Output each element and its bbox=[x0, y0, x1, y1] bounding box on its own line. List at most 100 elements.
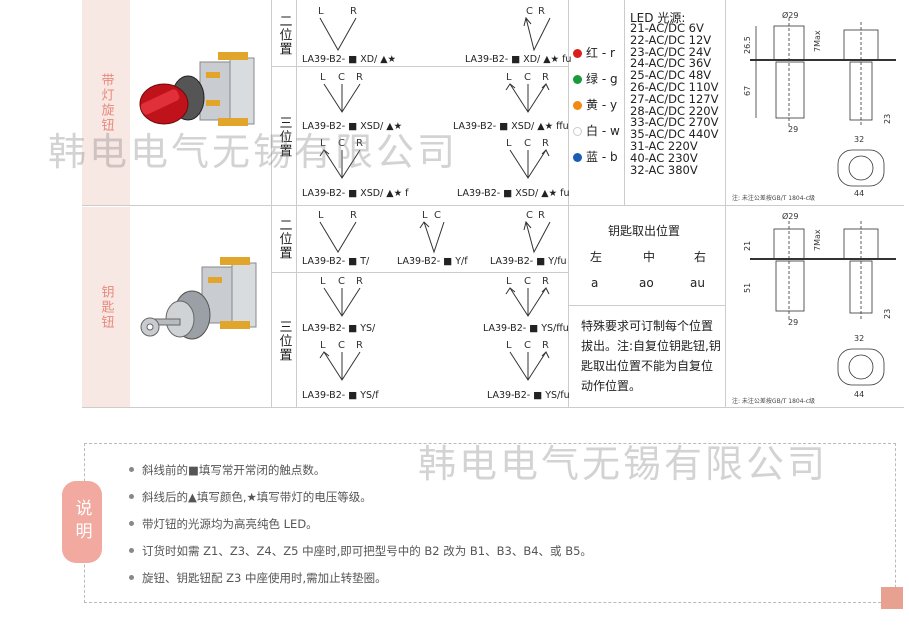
model-code: LA39-B2- ■ YS/f bbox=[302, 390, 379, 401]
led-item: 28-AC/DC 220V bbox=[630, 103, 719, 118]
led-item: 21-AC/DC 6V bbox=[630, 21, 704, 35]
switch-label: L bbox=[422, 210, 428, 221]
dim-label: 29 bbox=[788, 125, 798, 134]
switch-label: R bbox=[538, 210, 545, 221]
position-label-lamp-three: 三位置 bbox=[276, 116, 292, 158]
model-code: LA39-B2- ■ XSD/ ▲★ f bbox=[302, 188, 409, 199]
led-item: 23-AC/DC 24V bbox=[630, 44, 712, 59]
category-key-selector: 钥匙钮 bbox=[82, 207, 130, 408]
model-code: LA39-B2- ■ Y/f bbox=[397, 256, 468, 267]
switch-label: R bbox=[542, 276, 549, 287]
note-item: 订货时如需 Z1、Z3、Z4、Z5 中座时,即可把型号中的 B2 改为 B1、B… bbox=[129, 543, 592, 559]
key-pos-right: 右 bbox=[694, 250, 707, 264]
note-item: 带灯钮的光源均为高亮纯色 LED。 bbox=[129, 516, 318, 532]
led-item: 26-AC/DC 110V bbox=[630, 79, 719, 94]
led-item: 40-AC 230V bbox=[630, 150, 698, 165]
key-code-ao: ao bbox=[639, 276, 654, 290]
color-red: 红 - r bbox=[573, 44, 615, 61]
led-item: 32-AC 380V bbox=[630, 162, 698, 177]
switch-label: C bbox=[524, 138, 531, 149]
dim-label: Ø29 bbox=[782, 211, 798, 221]
red-dot-icon bbox=[573, 49, 582, 58]
led-item: 25-AC/DC 48V bbox=[630, 68, 712, 83]
key-pos-center: 中 bbox=[643, 250, 656, 264]
note-item: 斜线前的■填写常开常闭的触点数。 bbox=[129, 462, 325, 478]
drawing-note: 注: 未注公差按GB/T 1804-c级 bbox=[732, 398, 816, 405]
bullet-icon bbox=[129, 548, 134, 553]
yellow-dot-icon bbox=[573, 101, 582, 110]
category-lamp-selector: 带灯旋钮 bbox=[82, 0, 130, 205]
switch-label: L bbox=[506, 72, 512, 83]
position-label-key-two: 二位置 bbox=[276, 218, 292, 260]
corner-decoration bbox=[881, 587, 903, 609]
dimension-drawing-lamp: Ø29 26.5 7Max 67 29 23 32 44 bbox=[743, 10, 896, 198]
switch-label: L bbox=[320, 340, 326, 351]
model-code: LA39-B2- ■ YS/ffu bbox=[483, 323, 569, 334]
led-voltage-list: 21-AC/DC 6V 22-AC/DC 12V 23-AC/DC 24V 24… bbox=[630, 21, 719, 177]
switch-label: L bbox=[506, 138, 512, 149]
key-pos-left: 左 bbox=[590, 250, 603, 264]
switch-label: R bbox=[542, 72, 549, 83]
switch-label: R bbox=[356, 72, 363, 83]
model-code: LA39-B2- ■ YS/ bbox=[302, 323, 376, 334]
switch-label: L bbox=[318, 210, 324, 221]
bullet-icon bbox=[129, 521, 134, 526]
grid-line bbox=[568, 0, 569, 408]
green-dot-icon bbox=[573, 75, 582, 84]
switch-label: C bbox=[338, 138, 345, 149]
dim-label: 32 bbox=[854, 334, 864, 343]
model-code: LA39-B2- ■ XD/ ▲★ fu bbox=[465, 54, 572, 65]
key-code-au: au bbox=[690, 276, 705, 290]
white-dot-icon bbox=[573, 127, 582, 136]
dim-label: 23 bbox=[883, 309, 892, 319]
bullet-icon bbox=[129, 467, 134, 472]
key-selector-photo bbox=[130, 207, 270, 408]
key-code-a: a bbox=[591, 276, 599, 290]
key-removal-title: 钥匙取出位置 bbox=[608, 224, 681, 238]
switch-label: R bbox=[356, 138, 363, 149]
dim-label: 29 bbox=[788, 318, 798, 327]
switch-label: C bbox=[524, 276, 531, 287]
model-code: LA39-B2- ■ YS/fu bbox=[487, 390, 570, 401]
position-diagrams: L R C R L C R L C R L C R L C R L R L C … bbox=[318, 6, 551, 381]
color-yellow: 黄 - y bbox=[573, 96, 617, 113]
dim-label: 32 bbox=[854, 135, 864, 144]
led-title: LED 光源: bbox=[630, 11, 686, 25]
grid-line bbox=[624, 0, 625, 205]
grid-line bbox=[272, 272, 568, 273]
color-white: 白 - w bbox=[573, 122, 620, 139]
switch-label: C bbox=[338, 340, 345, 351]
switch-label: L bbox=[320, 276, 326, 287]
dim-label: 51 bbox=[743, 283, 752, 293]
switch-label: C bbox=[526, 210, 533, 221]
grid-line bbox=[568, 305, 725, 306]
grid-line bbox=[272, 66, 568, 67]
drawing-note: 注: 未注公差按GB/T 1804-c级 bbox=[732, 195, 816, 202]
switch-label: R bbox=[356, 340, 363, 351]
switch-label: L bbox=[318, 6, 324, 17]
bullet-icon bbox=[129, 575, 134, 580]
model-code: LA39-B2- ■ XSD/ ▲★ fu bbox=[457, 188, 570, 199]
grid-line bbox=[82, 407, 904, 408]
model-code: LA39-B2- ■ T/ bbox=[302, 256, 370, 267]
dimension-drawing-key: Ø29 21 7Max 51 29 23 32 44 bbox=[743, 211, 896, 399]
switch-label: L bbox=[320, 138, 326, 149]
switch-label: R bbox=[542, 138, 549, 149]
dim-label: 21 bbox=[743, 241, 752, 251]
dim-label: 44 bbox=[854, 189, 864, 198]
led-item: 33-AC/DC 270V bbox=[630, 115, 719, 130]
switch-label: L bbox=[320, 72, 326, 83]
dim-label: 7Max bbox=[813, 30, 822, 52]
lamp-selector-photo bbox=[130, 0, 270, 205]
blue-dot-icon bbox=[573, 153, 582, 162]
position-label-key-three: 三位置 bbox=[276, 320, 292, 362]
model-code: LA39-B2- ■ XD/ ▲★ bbox=[302, 54, 397, 65]
switch-label: C bbox=[526, 6, 533, 17]
grid-line bbox=[82, 205, 904, 206]
switch-label: R bbox=[538, 6, 545, 17]
switch-label: R bbox=[350, 6, 357, 17]
note-item: 斜线后的▲填写颜色,★填写带灯的电压等级。 bbox=[129, 489, 372, 505]
key-special-note: 特殊要求可订制每个位置拔出。注:自复位钥匙钮,钥匙取出位置不能为自复位动作位置。 bbox=[581, 319, 721, 393]
notes-badge: 说明 bbox=[62, 481, 102, 563]
switch-label: R bbox=[350, 210, 357, 221]
